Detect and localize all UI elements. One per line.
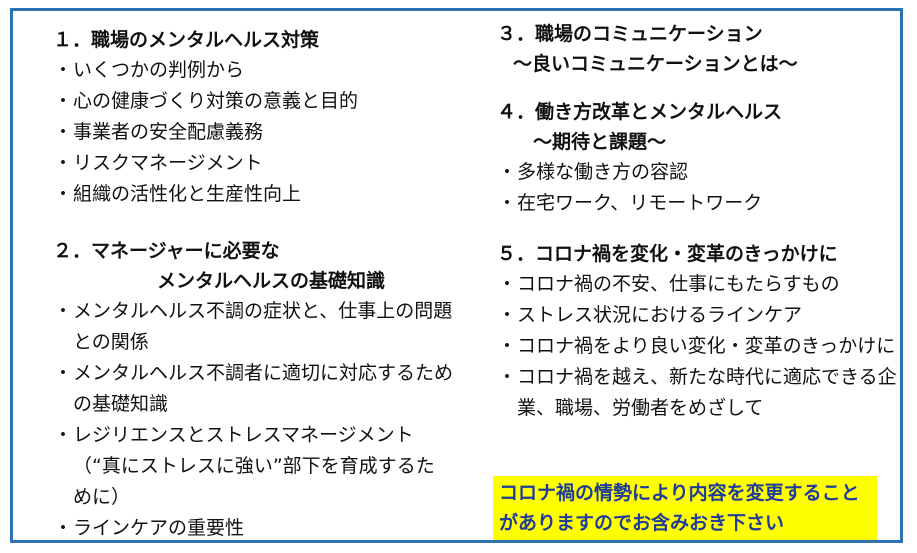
section5-item: ・ストレス状況におけるラインケア: [497, 300, 907, 331]
section1-item: ・リスクマネージメント: [53, 148, 453, 179]
bullet: ・: [53, 90, 73, 112]
content-frame: １．職場のメンタルヘルス対策 ・いくつかの判例から ・心の健康づくり対策の意義と…: [10, 8, 903, 543]
section5-title: ５．コロナ禍を変化・変革のきっかけに: [497, 243, 838, 265]
section1-item: ・組織の活性化と生産性向上: [53, 179, 453, 210]
bullet: ・: [497, 273, 517, 295]
bullet: ・: [53, 183, 73, 205]
bullet: ・: [53, 152, 73, 174]
section2-title-line1: ２．マネージャーに必要な: [53, 240, 280, 262]
section5-item: ・コロナ禍をより良い変化・変革のきっかけに: [497, 331, 907, 362]
bullet: ・: [497, 366, 517, 388]
section5-list: ・コロナ禍の不安、仕事にもたらすもの ・ストレス状況におけるラインケア ・コロナ…: [497, 269, 907, 424]
bullet: ・: [497, 304, 517, 326]
section1-item: ・心の健康づくり対策の意義と目的: [53, 86, 453, 117]
bullet: ・: [497, 192, 517, 214]
section1-title: １．職場のメンタルヘルス対策: [53, 29, 320, 51]
bullet: ・: [497, 161, 517, 183]
section4-item: ・在宅ワーク、リモートワーク: [497, 188, 907, 219]
notice-banner: コロナ禍の情勢により内容を変更することがありますのでお含みおき下さい: [493, 476, 877, 540]
section1-item: ・事業者の安全配慮義務: [53, 117, 453, 148]
section4-title-line2: ～期待と課題～: [533, 131, 667, 153]
bullet: ・: [53, 300, 73, 322]
section2-item: ・メンタルヘルス不調者に適切に対応するための基礎知識: [53, 358, 453, 420]
section4-item: ・多様な働き方の容認: [497, 157, 907, 188]
section3-title-line2: ～良いコミュニケーションとは～: [513, 53, 798, 75]
section1-list: ・いくつかの判例から ・心の健康づくり対策の意義と目的 ・事業者の安全配慮義務 …: [53, 55, 453, 210]
section2-item: ・レジリエンスとストレスマネージメント（“真にストレスに強い”部下を育成するため…: [53, 420, 453, 513]
right-column: ３．職場のコミュニケーション ～良いコミュニケーションとは～ ４．働き方改革とメ…: [497, 11, 907, 424]
section2-item: ・メンタルヘルス不調の症状と、仕事上の問題との関係: [53, 296, 453, 358]
bullet: ・: [53, 362, 73, 384]
section2-item: ・ラインケアの重要性: [53, 513, 453, 544]
section1-item: ・いくつかの判例から: [53, 55, 453, 86]
bullet: ・: [53, 59, 73, 81]
bullet: ・: [497, 335, 517, 357]
bullet: ・: [53, 424, 73, 446]
bullet: ・: [53, 121, 73, 143]
section2-list: ・メンタルヘルス不調の症状と、仕事上の問題との関係 ・メンタルヘルス不調者に適切…: [53, 296, 453, 544]
section5-item: ・コロナ禍の不安、仕事にもたらすもの: [497, 269, 907, 300]
section3-title-line1: ３．職場のコミュニケーション: [497, 23, 763, 45]
left-column: １．職場のメンタルヘルス対策 ・いくつかの判例から ・心の健康づくり対策の意義と…: [53, 11, 453, 544]
section4-list: ・多様な働き方の容認 ・在宅ワーク、リモートワーク: [497, 157, 907, 219]
section4-title-line1: ４．働き方改革とメンタルヘルス: [497, 101, 783, 123]
section2-title-line2: メンタルヘルスの基礎知識: [157, 270, 386, 292]
bullet: ・: [53, 517, 73, 539]
section5-item: ・コロナ禍を越え、新たな時代に適応できる企業、職場、労働者をめざして: [497, 362, 907, 424]
